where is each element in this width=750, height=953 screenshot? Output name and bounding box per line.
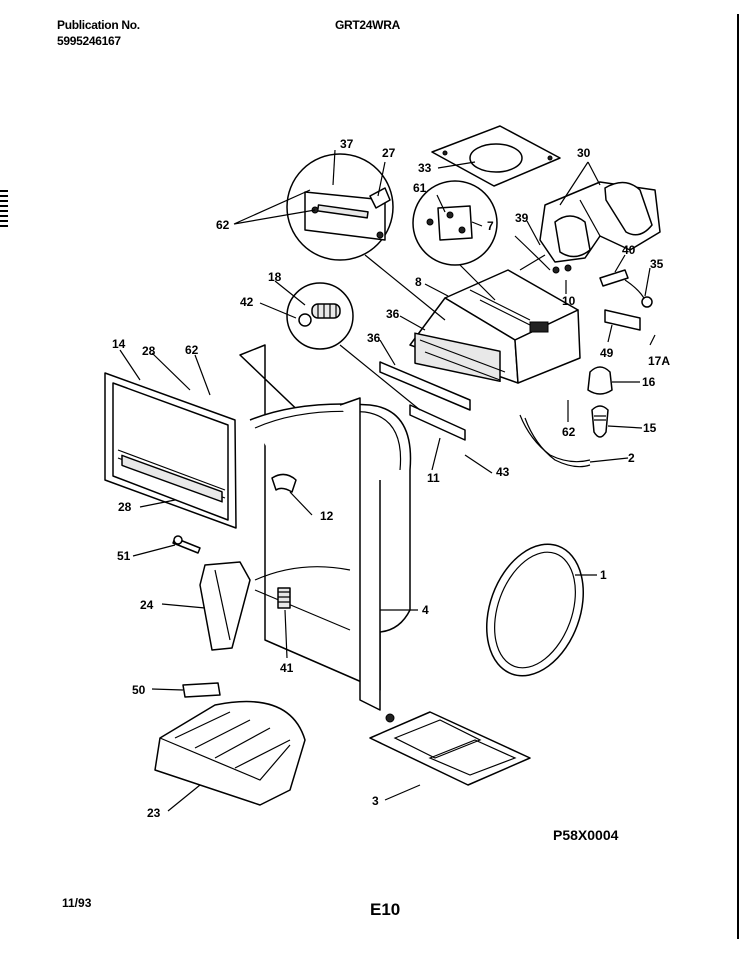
label-1: 1 xyxy=(600,568,607,582)
label-35: 35 xyxy=(650,257,664,271)
label-18: 18 xyxy=(268,270,282,284)
label-2: 2 xyxy=(628,451,635,465)
part-16-lamp-socket xyxy=(587,366,613,395)
part-1-gasket-ring xyxy=(485,543,585,677)
label-41: 41 xyxy=(280,661,294,675)
label-7: 7 xyxy=(487,219,494,233)
scan-artifact xyxy=(0,190,8,230)
part-24-actuator-arm xyxy=(199,561,251,651)
label-28-top: 28 xyxy=(142,344,156,358)
label-36-lower: 36 xyxy=(367,331,381,345)
label-40: 40 xyxy=(622,243,636,257)
label-10: 10 xyxy=(562,294,576,308)
part-labels: 37 27 33 30 61 7 39 62 40 35 18 8 10 42 … xyxy=(112,137,670,820)
label-39: 39 xyxy=(515,211,529,225)
part-23-drip-tray xyxy=(154,700,306,806)
part-39-40-35-wires xyxy=(514,235,653,331)
right-border-line xyxy=(737,14,739,939)
label-24: 24 xyxy=(140,598,154,612)
part-2-wire-harness xyxy=(519,414,591,468)
label-16: 16 xyxy=(642,375,656,389)
label-36-upper: 36 xyxy=(386,307,400,321)
label-15: 15 xyxy=(643,421,657,435)
part-50-pad xyxy=(182,682,221,698)
label-62-top: 62 xyxy=(216,218,230,232)
part-41-spring xyxy=(277,587,291,609)
part-14-dispenser-panel xyxy=(104,372,237,529)
part-36-panel-strips xyxy=(379,361,471,441)
label-8: 8 xyxy=(415,275,422,289)
label-17a: 17A xyxy=(648,354,670,368)
label-49: 49 xyxy=(600,346,614,360)
detail-circle-18-42 xyxy=(286,282,354,350)
part-3-heater xyxy=(369,711,531,786)
label-14: 14 xyxy=(112,337,126,351)
part-30-chute-housing xyxy=(539,181,661,263)
page-number: E10 xyxy=(370,900,401,919)
part-8-control-box xyxy=(409,269,581,384)
label-37: 37 xyxy=(340,137,354,151)
model-number: GRT24WRA xyxy=(335,18,400,32)
part-51-pin xyxy=(172,535,201,554)
label-50: 50 xyxy=(132,683,146,697)
leader-connectors xyxy=(339,254,546,411)
part-15-light-bulb xyxy=(591,405,609,438)
label-27: 27 xyxy=(382,146,396,160)
label-33: 33 xyxy=(418,161,432,175)
label-11: 11 xyxy=(427,471,440,485)
label-12: 12 xyxy=(320,509,334,523)
label-62-right: 62 xyxy=(562,425,576,439)
publication-label: Publication No. xyxy=(57,18,140,32)
label-23: 23 xyxy=(147,806,161,820)
figure-code: P58X0004 xyxy=(553,827,619,843)
part-4-dispenser-cavity xyxy=(239,344,412,711)
revision-date: 11/93 xyxy=(62,896,92,910)
part-33-mounting-plate xyxy=(431,125,561,187)
label-30: 30 xyxy=(577,146,591,160)
part-12-clip xyxy=(271,473,297,493)
label-3: 3 xyxy=(372,794,379,808)
label-43: 43 xyxy=(496,465,510,479)
label-61: 61 xyxy=(413,181,427,195)
label-62-left: 62 xyxy=(185,343,199,357)
detail-circle-37 xyxy=(286,153,394,261)
publication-number: 5995246167 xyxy=(57,34,121,48)
label-28-bottom: 28 xyxy=(118,500,132,514)
label-42: 42 xyxy=(240,295,254,309)
label-4: 4 xyxy=(422,603,429,617)
label-51: 51 xyxy=(117,549,131,563)
detail-circle-7-61 xyxy=(412,180,498,266)
leader-lines xyxy=(119,149,656,812)
